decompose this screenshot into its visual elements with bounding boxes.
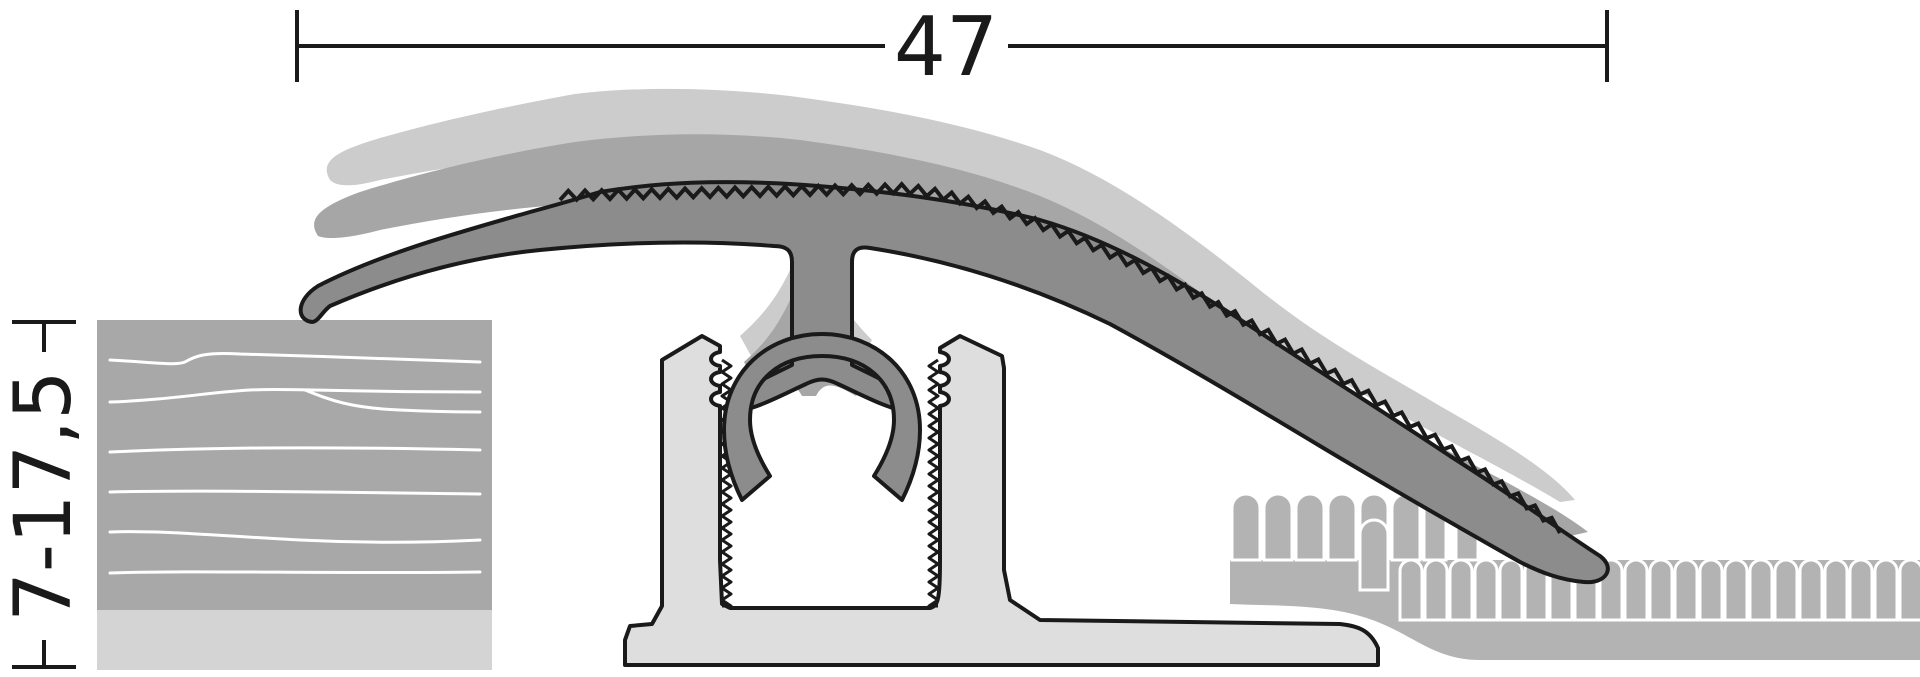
carpet-loop bbox=[1423, 558, 1449, 622]
base-profile-body bbox=[623, 334, 1380, 667]
top-profile-body bbox=[298, 180, 1610, 585]
carpet-loop bbox=[1898, 558, 1920, 622]
height-dim-label-bg bbox=[8, 352, 80, 640]
top-profile-clip-bulb bbox=[722, 332, 922, 502]
wood-floor-board bbox=[97, 320, 492, 670]
carpet-loop bbox=[1673, 558, 1699, 622]
carpet-loop bbox=[1823, 558, 1849, 622]
carpet-loop bbox=[1748, 558, 1774, 622]
base-serration-wall bbox=[927, 358, 940, 608]
height-dimension: 7-17,5 bbox=[0, 320, 89, 669]
width-dim-label: 47 bbox=[894, 0, 998, 95]
top-profile-serration bbox=[558, 181, 1562, 534]
carpet-loop bbox=[1798, 558, 1824, 622]
board-body bbox=[97, 320, 492, 610]
carpet-loop bbox=[1294, 492, 1326, 562]
base-profile bbox=[623, 334, 1380, 667]
carpet-loop bbox=[1498, 558, 1524, 622]
width-dimension: 47 bbox=[295, 0, 1609, 95]
carpet-loop bbox=[1623, 558, 1649, 622]
carpet-loop bbox=[1873, 558, 1899, 622]
carpet-loop bbox=[1326, 492, 1358, 562]
carpet-loop bbox=[1698, 558, 1724, 622]
carpet-loop bbox=[1448, 558, 1474, 622]
carpet-loop bbox=[1473, 558, 1499, 622]
carpet-loop bbox=[1262, 492, 1294, 562]
carpet-loop bbox=[1648, 558, 1674, 622]
carpet-loop bbox=[1358, 518, 1390, 592]
carpet-loop bbox=[1230, 492, 1262, 562]
board-underlay bbox=[97, 608, 492, 670]
wood-grain-lines bbox=[108, 352, 482, 575]
carpet-loop bbox=[1723, 558, 1749, 622]
carpet-loop bbox=[1773, 558, 1799, 622]
height-dim-label: 7-17,5 bbox=[0, 370, 89, 621]
carpet-loop bbox=[1848, 558, 1874, 622]
carpet-loop bbox=[1398, 558, 1424, 622]
top-transition-profile bbox=[298, 180, 1610, 585]
